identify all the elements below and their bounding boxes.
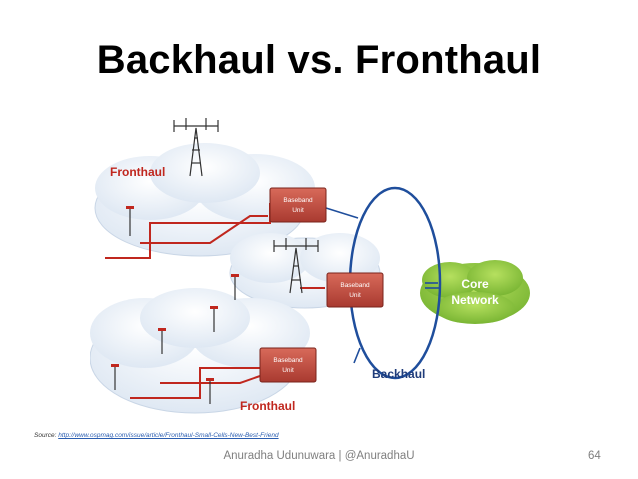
svg-text:Baseband: Baseband: [283, 197, 313, 204]
cloud-middle: [229, 233, 381, 309]
fronthaul-bottom-label: Fronthaul: [240, 399, 295, 413]
slide-footer: Anuradha Udunuwara | @AnuradhaU: [223, 450, 415, 462]
core-network-label: Core: [461, 277, 489, 291]
svg-text:Unit: Unit: [292, 207, 304, 214]
backhaul-links: [325, 207, 438, 364]
source-citation: Source: http://www.ospmag.com/issue/arti…: [34, 432, 279, 439]
core-network-cloud: [420, 260, 530, 324]
source-link[interactable]: http://www.ospmag.com/issue/article/Fron…: [58, 432, 279, 439]
tower-icon: [273, 238, 319, 294]
svg-text:Baseband: Baseband: [340, 282, 370, 289]
tower-icon: [173, 118, 219, 177]
page-number: 64: [588, 450, 601, 462]
baseband-unit-2: Baseband Unit: [326, 272, 384, 308]
svg-text:Unit: Unit: [282, 367, 294, 374]
baseband-unit-1: Baseband Unit: [269, 187, 327, 223]
svg-text:Baseband: Baseband: [273, 357, 303, 364]
fronthaul-backhaul-diagram: Baseband Unit Baseband Unit Baseband Uni…: [90, 118, 530, 414]
fronthaul-top-label: Fronthaul: [110, 165, 165, 179]
core-network-label-2: Network: [451, 293, 499, 307]
small-cell-icon: [111, 206, 239, 404]
slide-title: Backhaul vs. Fronthaul: [96, 38, 542, 82]
source-prefix: Source:: [34, 432, 59, 439]
baseband-unit-3: Baseband Unit: [259, 347, 317, 383]
svg-text:Unit: Unit: [349, 292, 361, 299]
backhaul-label: Backhaul: [372, 367, 425, 381]
